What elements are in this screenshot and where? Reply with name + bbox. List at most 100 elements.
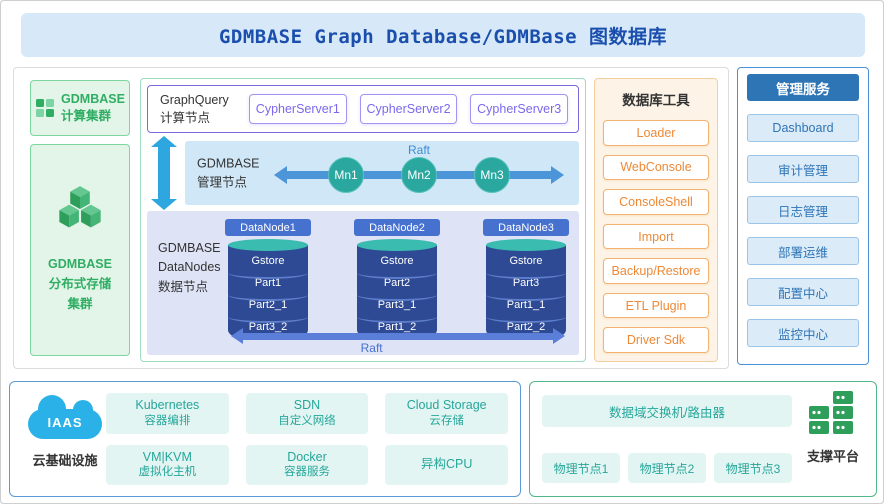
storage-cluster-card: GDMBASE 分布式存储 集群 — [30, 144, 130, 356]
compute-cluster-label-line1: GDMBASE — [61, 92, 125, 107]
iaas-item-line1: Docker — [287, 449, 327, 464]
data-switch-router-button[interactable]: 数据域交换机/路由器 — [542, 395, 792, 427]
cylinder-segment: Part2_1 — [228, 294, 308, 316]
datanode-stack: DataNode3 Gstore Part3 Part1_1 Part2_2 — [483, 219, 569, 338]
datanode-stack: DataNode1 Gstore Part1 Part2_1 Part3_2 — [225, 219, 311, 338]
tool-button-loader[interactable]: Loader — [603, 120, 709, 146]
iaas-item-line2: 自定义网络 — [278, 414, 336, 427]
physical-node-button[interactable]: 物理节点2 — [628, 453, 706, 483]
management-raft-label: Raft — [407, 143, 431, 157]
cylinder-segment: Part1 — [228, 272, 308, 294]
service-button-logs[interactable]: 日志管理 — [747, 196, 859, 224]
compute-cluster-icon — [36, 99, 55, 117]
management-services-title: 管理服务 — [747, 74, 859, 101]
tool-button-webconsole[interactable]: WebConsole — [603, 154, 709, 181]
iaas-panel: IAAS 云基础设施 Kubernetes 容器编排 SDN 自定义网络 Clo… — [9, 381, 521, 497]
main-architecture-box: GDMBASE 计算集群 — [13, 67, 729, 369]
support-platform-wrap: 支撑平台 — [796, 390, 870, 465]
iaas-item-line2: 云存储 — [429, 414, 464, 427]
physical-node-button[interactable]: 物理节点1 — [542, 453, 620, 483]
database-tools-title: 数据库工具 — [622, 93, 690, 108]
datanodes-label-line1: GDMBASE — [158, 241, 221, 255]
vertical-double-arrow-icon — [149, 136, 179, 210]
management-node: Mn2 — [401, 157, 437, 193]
service-button-audit[interactable]: 审计管理 — [747, 155, 859, 183]
page-title: GDMBASE Graph Database/GDMBase 图数据库 — [218, 25, 668, 48]
cylinder-segment: Gstore — [509, 255, 543, 267]
storage-cluster-label: GDMBASE 分布式存储 集群 — [48, 254, 112, 314]
graphquery-label: GraphQuery 计算节点 — [160, 91, 236, 127]
tool-button-backup-restore[interactable]: Backup/Restore — [603, 258, 709, 284]
datanode-cylinder: Gstore Part3 Part1_1 Part2_2 — [486, 239, 566, 338]
server-rack-icon — [809, 391, 853, 434]
vertical-arrow-bar — [158, 145, 170, 201]
management-row: GDMBASE 管理节点 Raft Mn1 Mn2 Mn3 — [185, 141, 579, 205]
datanodes-row: GDMBASE DataNodes 数据节点 DataNode1 Gstore … — [147, 211, 579, 355]
compute-cluster-label: GDMBASE 计算集群 — [61, 91, 125, 125]
database-tools-panel: 数据库工具 Loader WebConsole ConsoleShell Imp… — [594, 78, 718, 362]
physical-node-button[interactable]: 物理节点3 — [714, 453, 792, 483]
iaas-item-line2: 虚拟化主机 — [138, 466, 197, 479]
iaas-item-cloud-storage[interactable]: Cloud Storage 云存储 — [385, 393, 508, 434]
datanode-cylinder: Gstore Part1 Part2_1 Part3_2 — [228, 239, 308, 338]
management-label: GDMBASE 管理节点 — [197, 154, 260, 192]
datanodes-label: GDMBASE DataNodes 数据节点 — [158, 239, 221, 297]
management-label-line1: GDMBASE — [197, 156, 260, 171]
management-label-line2: 管理节点 — [197, 175, 248, 189]
iaas-item-sdn[interactable]: SDN 自定义网络 — [245, 393, 369, 434]
cylinder-segment: Part1_2 — [357, 316, 437, 338]
cylinder-segment: Part2 — [357, 272, 437, 294]
iaas-caption: 云基础设施 — [32, 453, 98, 468]
datanode-stacks: DataNode1 Gstore Part1 Part2_1 Part3_2 D… — [225, 219, 569, 338]
management-services-panel: 管理服务 Dashboard 审计管理 日志管理 部署运维 配置中心 监控中心 — [737, 67, 869, 365]
cylinder-segment: Part3_1 — [357, 294, 437, 316]
service-button-deploy-ops[interactable]: 部署运维 — [747, 237, 859, 265]
datanodes-raft-label: Raft — [360, 341, 383, 355]
cloud-icon: IAAS — [28, 395, 102, 439]
datanode-header: DataNode3 — [483, 219, 569, 236]
iaas-item-kubernetes[interactable]: Kubernetes 容器编排 — [106, 393, 229, 434]
management-node: Mn1 — [328, 157, 364, 193]
iaas-item-vm-kvm[interactable]: VM|KVM 虚拟化主机 — [106, 444, 229, 485]
storage-cluster-label-line2: 分布式存储 — [48, 277, 112, 291]
storage-cubes-icon — [59, 186, 101, 228]
iaas-item-line2: 容器编排 — [144, 414, 191, 427]
cypher-server-box[interactable]: CypherServer3 — [470, 94, 569, 124]
cylinder-segment: Gstore — [251, 255, 285, 267]
graphquery-label-line1: GraphQuery — [160, 92, 229, 107]
tool-button-consoleshell[interactable]: ConsoleShell — [603, 189, 709, 215]
cylinder-segment: Gstore — [380, 255, 414, 267]
service-button-config-center[interactable]: 配置中心 — [747, 278, 859, 306]
datanodes-label-line3: 数据节点 — [158, 279, 209, 294]
compute-cluster-label-line2: 计算集群 — [61, 109, 112, 123]
graphquery-label-line2: 计算节点 — [160, 111, 211, 125]
datanode-header: DataNode2 — [354, 219, 440, 236]
service-button-dashboard[interactable]: Dashboard — [747, 114, 859, 142]
support-caption: 支撑平台 — [806, 449, 859, 464]
title-bar: GDMBASE Graph Database/GDMBase 图数据库 — [21, 13, 865, 57]
iaas-item-heterogeneous-cpu[interactable]: 异构CPU — [385, 444, 508, 485]
tool-button-driver-sdk[interactable]: Driver Sdk — [603, 327, 709, 354]
cylinder-cap-icon — [228, 239, 308, 251]
datanodes-raft-arrow-icon — [231, 328, 565, 344]
iaas-item-docker[interactable]: Docker 容器服务 — [245, 444, 369, 485]
service-button-monitor-center[interactable]: 监控中心 — [747, 319, 859, 347]
graphquery-row: GraphQuery 计算节点 CypherServer1 CypherServ… — [147, 85, 579, 133]
cypher-server-box[interactable]: CypherServer2 — [359, 94, 458, 124]
tool-button-etl-plugin[interactable]: ETL Plugin — [603, 292, 709, 319]
tool-button-import[interactable]: Import — [603, 223, 709, 250]
support-panel: 数据域交换机/路由器 物理节点1 物理节点2 物理节点3 — [529, 381, 877, 497]
datanode-header: DataNode1 — [225, 219, 311, 236]
iaas-item-line1: 异构CPU — [420, 457, 473, 472]
cylinder-segment: Part3 — [486, 272, 566, 294]
management-raft-zone: Raft Mn1 Mn2 Mn3 — [273, 141, 565, 205]
iaas-cloud-wrap: IAAS 云基础设施 — [22, 392, 108, 469]
compute-cluster-card: GDMBASE 计算集群 — [30, 80, 130, 136]
cylinder-segment: Part1_1 — [486, 294, 566, 316]
management-node: Mn3 — [474, 157, 510, 193]
cylinder-segment: Part2_2 — [486, 316, 566, 338]
iaas-item-line1: Kubernetes — [135, 398, 200, 413]
storage-cluster-label-line1: GDMBASE — [48, 257, 112, 271]
cypher-server-box[interactable]: CypherServer1 — [249, 94, 347, 124]
